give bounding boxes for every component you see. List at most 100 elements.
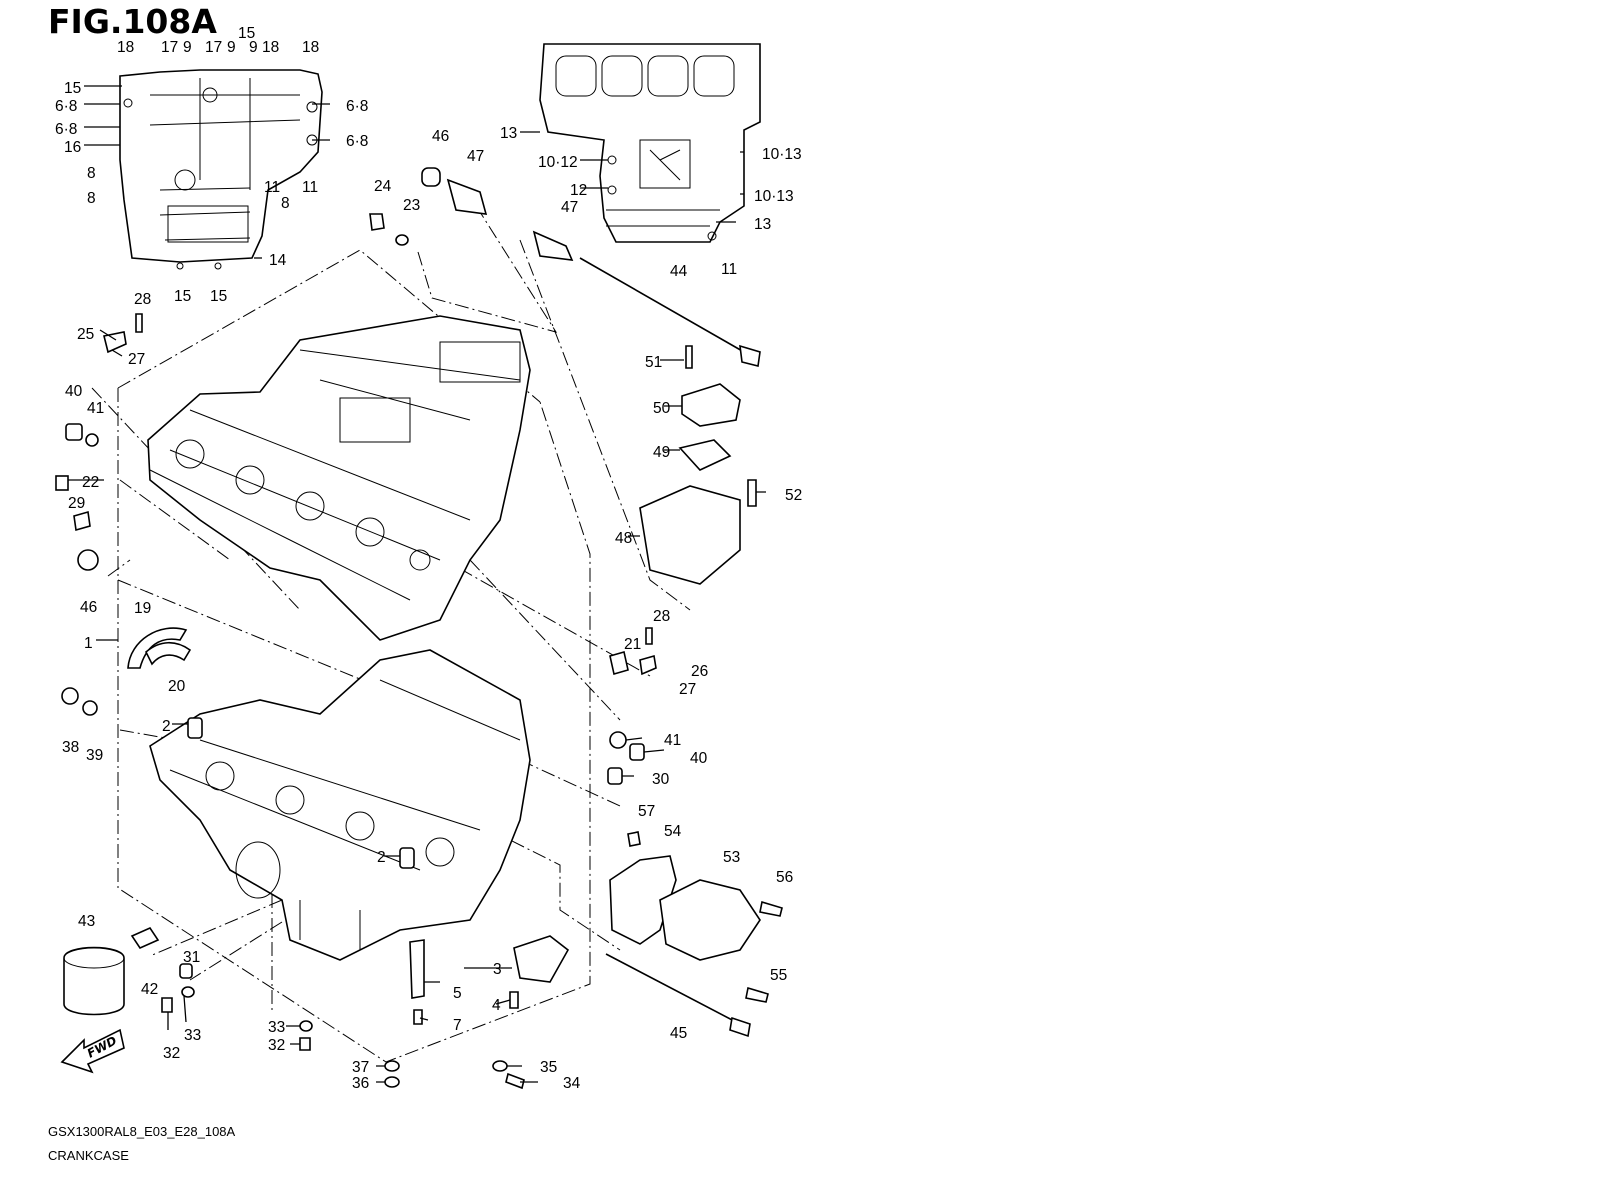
callout-11: 11: [264, 179, 280, 196]
callout-40: 40: [690, 750, 708, 767]
callout-28: 28: [134, 291, 151, 308]
callout-17: 17: [205, 39, 222, 56]
callout-51: 51: [645, 354, 662, 371]
callout-4: 4: [492, 997, 501, 1014]
callout-2: 2: [377, 849, 386, 866]
callout-33: 33: [268, 1019, 285, 1036]
callout-32: 32: [268, 1037, 285, 1054]
callout-43: 43: [78, 913, 95, 930]
callout-38: 38: [62, 739, 79, 756]
callout-8: 8: [87, 165, 96, 182]
part-53-cover: [659, 879, 761, 961]
callout-14: 14: [269, 252, 287, 269]
callout-15: 15: [64, 80, 81, 97]
callout-6-8: 6·8: [55, 98, 77, 115]
leader-lines: [68, 85, 766, 1083]
callout-22: 22: [82, 474, 99, 491]
callout-13: 13: [500, 125, 517, 142]
callout-23: 23: [403, 197, 420, 214]
callout-30: 30: [652, 771, 670, 788]
callout-6-8: 6·8: [346, 98, 368, 115]
callout-17: 17: [161, 39, 178, 56]
callout-10-13: 10·13: [762, 146, 802, 163]
callout-labels: 18 17 9 17 9 15 9 18 18 15 6·8 6·8 6·8 6…: [55, 25, 802, 1092]
callout-46: 46: [432, 128, 449, 145]
callout-47: 47: [561, 199, 578, 216]
callout-9: 9: [249, 39, 258, 56]
callout-36: 36: [352, 1075, 369, 1092]
callout-27: 27: [679, 681, 696, 698]
part-47-right: [532, 230, 574, 261]
callout-24: 24: [374, 178, 392, 195]
callout-2: 2: [162, 718, 171, 735]
figure-title: FIG.108A: [48, 2, 217, 41]
callout-44: 44: [670, 263, 688, 280]
callout-19: 19: [134, 600, 151, 617]
callout-48: 48: [615, 530, 632, 547]
callout-8: 8: [87, 190, 96, 207]
callout-10-13: 10·13: [754, 188, 794, 205]
callout-49: 49: [653, 444, 670, 461]
callout-10-12: 10·12: [538, 154, 578, 171]
callout-41: 41: [664, 732, 681, 749]
callout-3: 3: [493, 961, 502, 978]
callout-42: 42: [141, 981, 158, 998]
part-50-cap: [681, 383, 741, 427]
callout-18: 18: [117, 39, 134, 56]
callout-16: 16: [64, 139, 81, 156]
callout-29: 29: [68, 495, 85, 512]
upper-crankcase: [147, 315, 531, 641]
inset-crankcase-bottom-view: [119, 69, 323, 270]
small-parts: [55, 167, 783, 1090]
callout-50: 50: [653, 400, 671, 417]
callout-37: 37: [352, 1059, 369, 1076]
callout-28: 28: [653, 608, 670, 625]
callout-20: 20: [168, 678, 186, 695]
callout-18: 18: [302, 39, 319, 56]
callout-52: 52: [785, 487, 802, 504]
callout-57: 57: [638, 803, 655, 820]
callout-21: 21: [624, 636, 641, 653]
callout-15: 15: [210, 288, 227, 305]
callout-55: 55: [770, 967, 787, 984]
callout-34: 34: [563, 1075, 581, 1092]
callout-33: 33: [184, 1027, 201, 1044]
callout-27: 27: [128, 351, 145, 368]
inset-upper-crankcase-view: [539, 43, 761, 243]
part-47-top: [446, 178, 488, 215]
callout-32: 32: [163, 1045, 180, 1062]
callout-11: 11: [721, 261, 737, 278]
callout-6-8: 6·8: [346, 133, 368, 150]
callout-8: 8: [281, 195, 290, 212]
lower-crankcase: [149, 649, 531, 961]
fwd-arrow-icon: FWD: [60, 1028, 125, 1074]
callout-12: 12: [570, 182, 587, 199]
callout-46: 46: [80, 599, 97, 616]
callout-6-8: 6·8: [55, 121, 77, 138]
callout-39: 39: [86, 747, 103, 764]
callout-41: 41: [87, 400, 104, 417]
callout-15: 15: [174, 288, 191, 305]
callout-26: 26: [691, 663, 708, 680]
callout-1: 1: [84, 635, 93, 652]
callout-53: 53: [723, 849, 740, 866]
part-48-cover: [639, 485, 741, 585]
callout-40: 40: [65, 383, 83, 400]
callout-9: 9: [227, 39, 236, 56]
callout-13: 13: [754, 216, 771, 233]
callout-11: 11: [302, 179, 318, 196]
callout-7: 7: [453, 1017, 462, 1034]
callout-25: 25: [77, 326, 94, 343]
callout-54: 54: [664, 823, 682, 840]
callout-31: 31: [183, 949, 200, 966]
callout-35: 35: [540, 1059, 557, 1076]
callout-5: 5: [453, 985, 462, 1002]
callout-45: 45: [670, 1025, 687, 1042]
callout-47: 47: [467, 148, 484, 165]
callout-9: 9: [183, 39, 192, 56]
part-49-plate: [678, 439, 732, 471]
callout-56: 56: [776, 869, 793, 886]
callout-18: 18: [262, 39, 279, 56]
figure-code: GSX1300RAL8_E03_E28_108A: [48, 1124, 236, 1139]
